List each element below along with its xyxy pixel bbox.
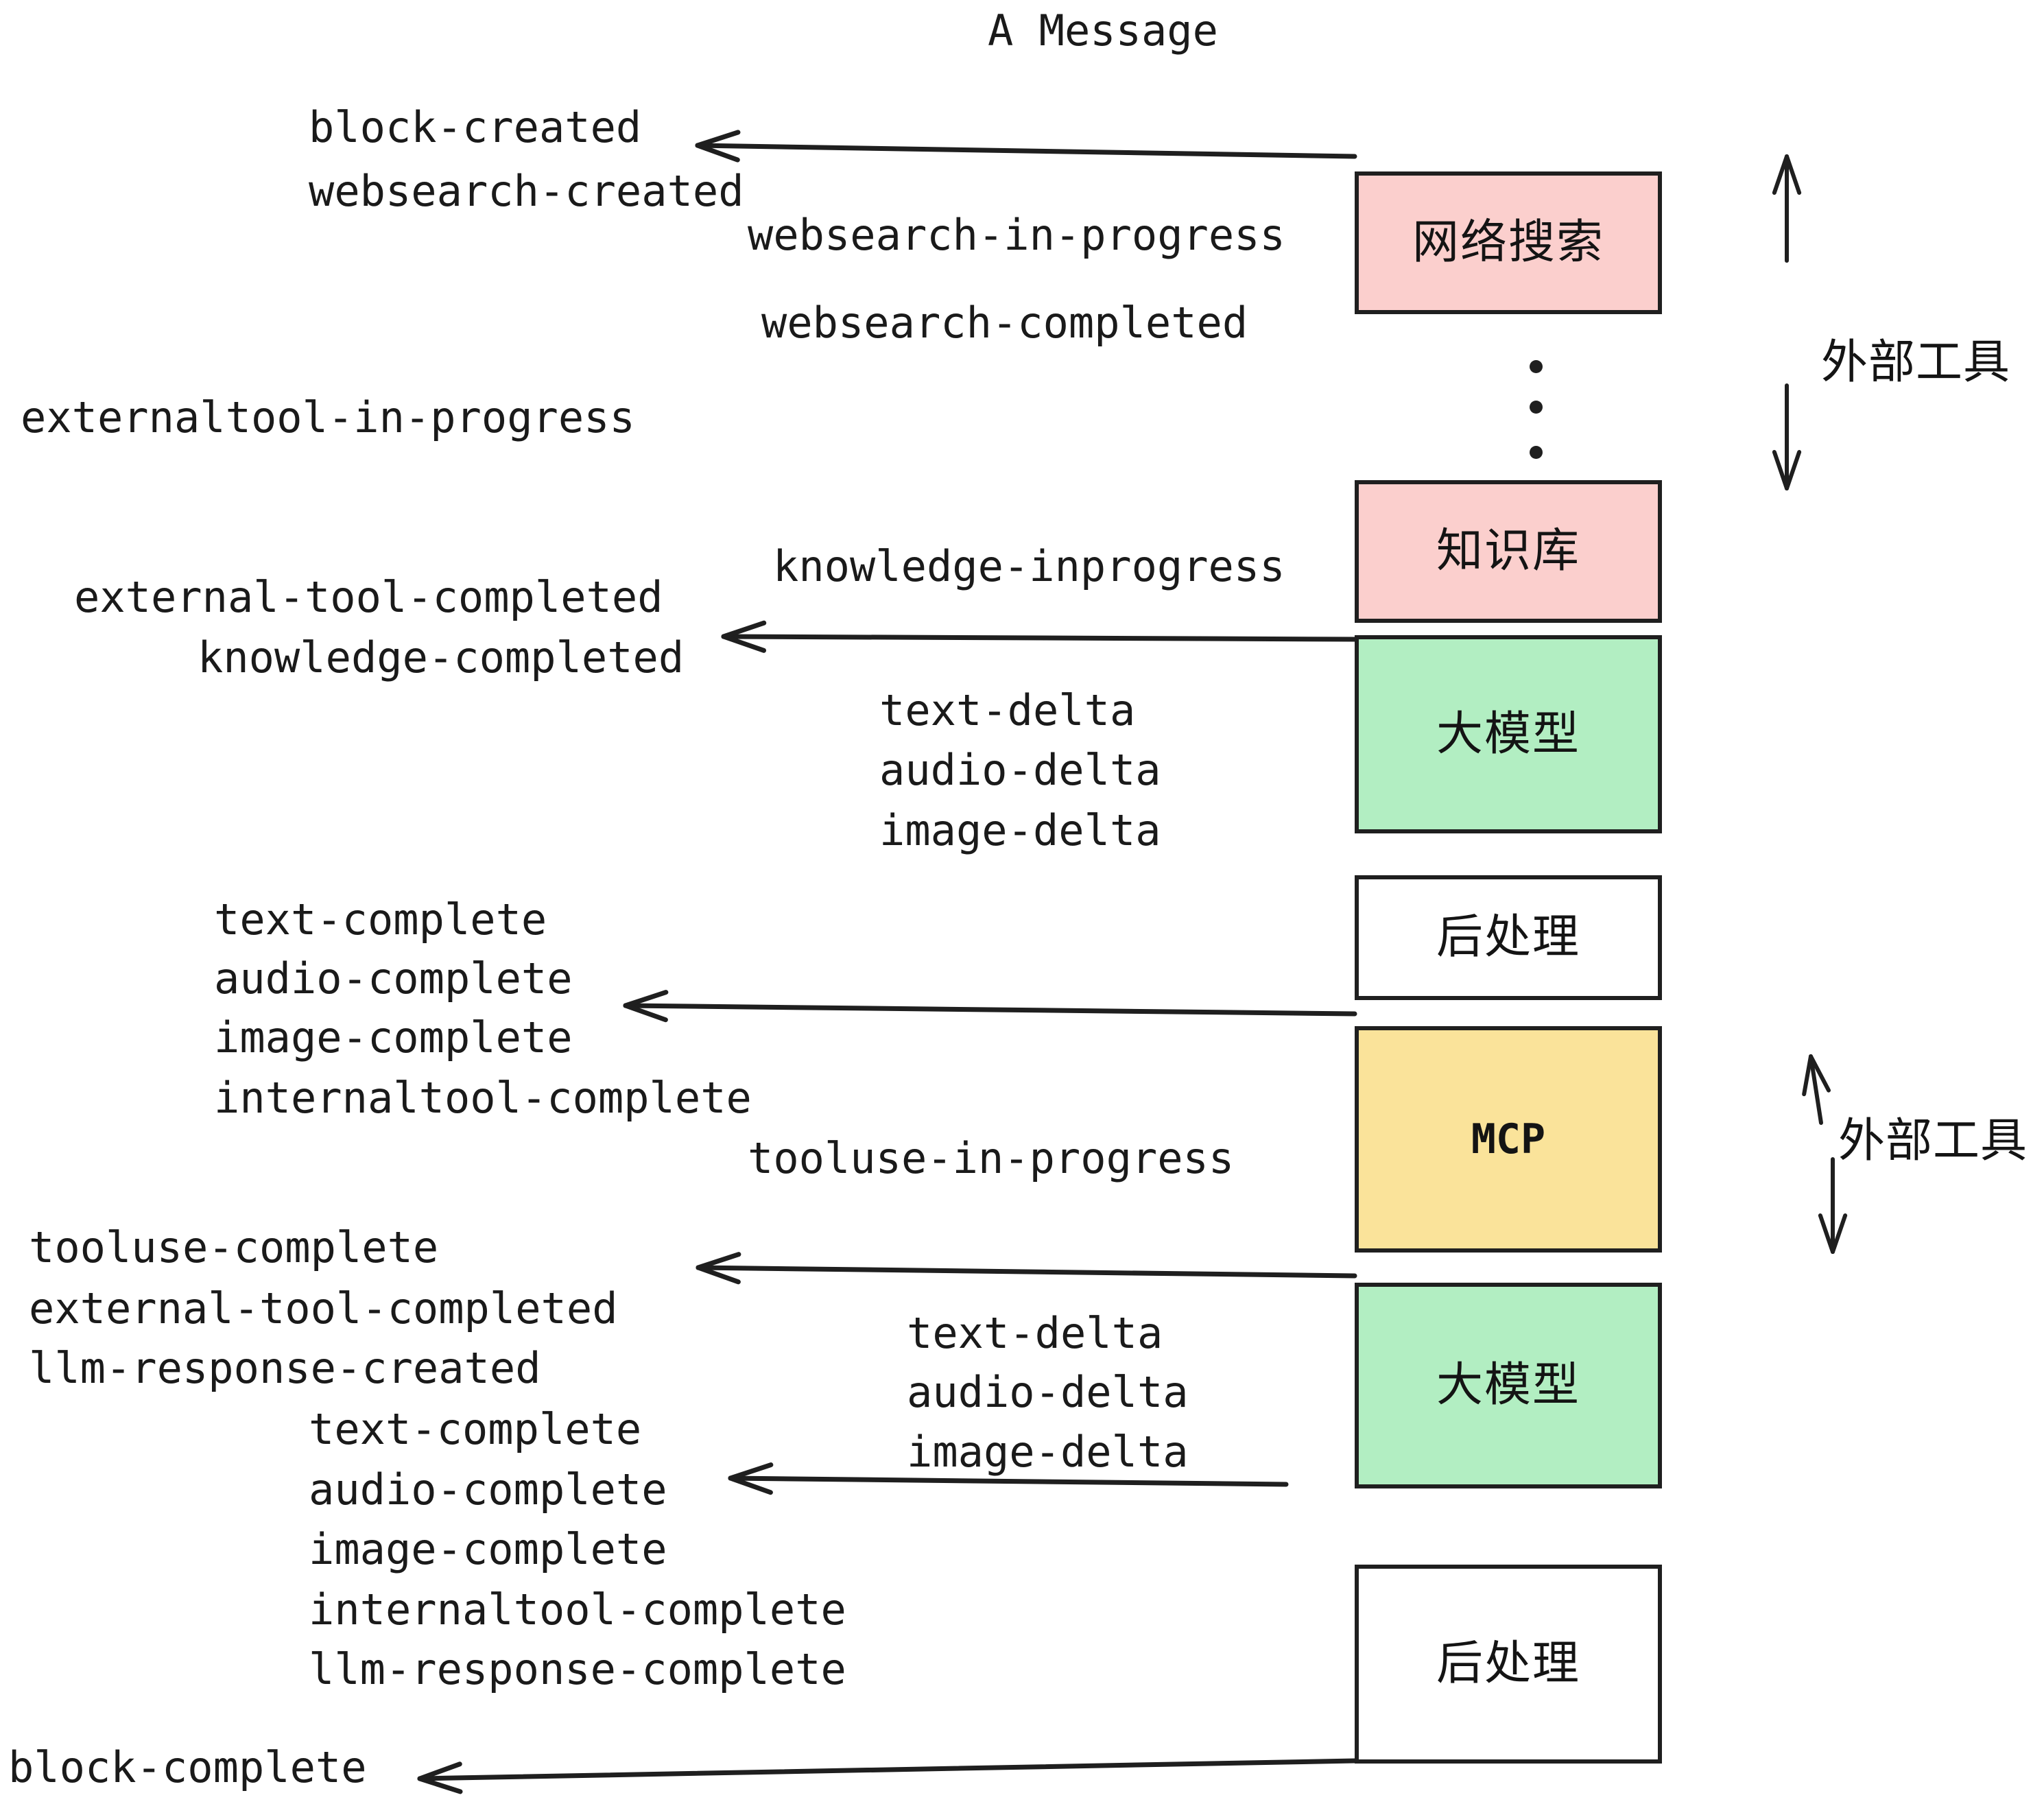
event-label-websearch-completed: websearch-completed — [761, 298, 1248, 348]
event-label-internaltool-complete: internaltool-complete — [214, 1073, 752, 1123]
event-label-image-delta: image-delta — [879, 805, 1161, 855]
process-box-2[interactable]: 大模型 — [1355, 635, 1662, 833]
ellipsis-dot-1 — [1530, 401, 1543, 414]
event-label-image-complete: image-complete — [309, 1524, 667, 1574]
process-box-6[interactable]: 后处理 — [1355, 1565, 1662, 1764]
process-box-label: 后处理 — [1436, 910, 1580, 964]
external-tool-scope-bottom-up-arrow — [1802, 1054, 1831, 1125]
event-label-audio-delta: audio-delta — [879, 745, 1161, 795]
event-label-text-delta: text-delta — [907, 1308, 1163, 1358]
event-label-block-created: block-created — [309, 102, 642, 152]
event-label-internaltool-complete: internaltool-complete — [309, 1585, 846, 1635]
knowledge-to-events-arrow — [721, 620, 1357, 653]
event-label-audio-complete: audio-complete — [309, 1464, 667, 1515]
process-box-3[interactable]: 后处理 — [1355, 875, 1662, 1000]
ellipsis-dot-2 — [1530, 446, 1543, 459]
process-box-label: 大模型 — [1436, 1358, 1580, 1412]
process-box-label: 后处理 — [1436, 1637, 1580, 1691]
event-label-externaltool-in-progress: externaltool-in-progress — [21, 392, 635, 442]
event-label-text-delta: text-delta — [879, 685, 1136, 735]
postprocess-to-events-arrow — [623, 990, 1357, 1023]
event-label-audio-delta: audio-delta — [907, 1367, 1189, 1417]
event-label-external-tool-completed: external-tool-completed — [29, 1283, 618, 1333]
process-box-0[interactable]: 网络搜索 — [1355, 171, 1662, 314]
ellipsis-dot-0 — [1530, 360, 1543, 373]
event-label-text-complete: text-complete — [309, 1404, 642, 1454]
process-box-label: 大模型 — [1436, 707, 1580, 761]
process-box-4[interactable]: MCP — [1355, 1026, 1662, 1253]
external-tool-scope-top-down-arrow — [1772, 383, 1802, 490]
event-label-image-complete: image-complete — [214, 1012, 573, 1063]
external-tool-scope-label-1: 外部工具 — [1838, 1114, 2028, 1168]
event-label-websearch-in-progress: websearch-in-progress — [748, 210, 1285, 260]
event-label-websearch-created: websearch-created — [309, 166, 744, 216]
event-label-tooluse-in-progress: tooluse-in-progress — [748, 1133, 1235, 1183]
websearch-to-events-arrow — [695, 130, 1357, 163]
mcp-to-events-arrow — [696, 1252, 1357, 1285]
process-box-1[interactable]: 知识库 — [1355, 480, 1662, 623]
event-label-block-complete: block-complete — [8, 1742, 367, 1792]
process-box-label: MCP — [1471, 1115, 1546, 1163]
event-label-llm-response-created: llm-response-created — [29, 1343, 541, 1393]
event-label-image-delta: image-delta — [907, 1427, 1189, 1477]
process-box-label: 网络搜索 — [1412, 215, 1604, 270]
event-label-audio-complete: audio-complete — [214, 953, 573, 1004]
event-label-tooluse-complete: tooluse-complete — [29, 1222, 439, 1272]
event-label-external-tool-completed: external-tool-completed — [74, 572, 663, 622]
event-label-knowledge-inprogress: knowledge-inprogress — [773, 541, 1285, 591]
process-box-label: 知识库 — [1436, 524, 1580, 578]
external-tool-scope-top-up-arrow — [1772, 154, 1802, 263]
diagram-title: A Message — [988, 5, 1218, 56]
event-label-llm-response-complete: llm-response-complete — [309, 1644, 846, 1694]
process-box-5[interactable]: 大模型 — [1355, 1283, 1662, 1488]
external-tool-scope-bottom-down-arrow — [1818, 1157, 1848, 1254]
event-label-knowledge-completed: knowledge-completed — [198, 632, 685, 683]
event-label-text-complete: text-complete — [214, 894, 547, 945]
postprocess2-to-block-complete-arrow — [417, 1758, 1357, 1794]
external-tool-scope-label-0: 外部工具 — [1821, 335, 2011, 390]
